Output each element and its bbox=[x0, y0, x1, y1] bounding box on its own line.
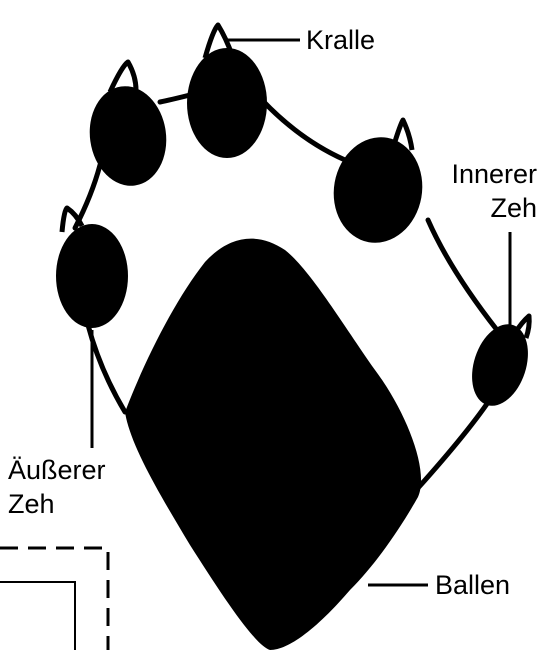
web-line-inner-upper bbox=[425, 217, 500, 333]
toe-pad-outer bbox=[56, 224, 128, 328]
main-pad bbox=[125, 238, 422, 650]
claw-inner bbox=[512, 313, 532, 339]
claw-right bbox=[390, 117, 415, 151]
toe-pad-right bbox=[333, 137, 423, 243]
label-inner-toe-line1: Innerer bbox=[451, 159, 537, 189]
label-inner-toe-line2: Zeh bbox=[490, 193, 537, 223]
dashed-frame bbox=[0, 546, 110, 650]
toe-pad-left bbox=[89, 86, 167, 186]
label-outer-toe-line2: Zeh bbox=[8, 489, 55, 519]
web-line-inner-right bbox=[415, 392, 496, 491]
web-line-top-right bbox=[259, 97, 348, 163]
web-line-outer-left bbox=[85, 322, 128, 415]
web-line-top-mid bbox=[157, 92, 193, 105]
label-pad: Ballen bbox=[435, 570, 511, 600]
inner-frame bbox=[0, 581, 76, 650]
label-outer-toe-line1: Äußerer bbox=[8, 455, 106, 485]
label-claw: Kralle bbox=[306, 25, 376, 55]
toe-pad-inner bbox=[472, 324, 528, 406]
toe-pad-middle bbox=[187, 48, 267, 158]
claw-middle bbox=[202, 22, 235, 59]
claw-left bbox=[107, 59, 139, 94]
claw-outer bbox=[59, 205, 85, 233]
